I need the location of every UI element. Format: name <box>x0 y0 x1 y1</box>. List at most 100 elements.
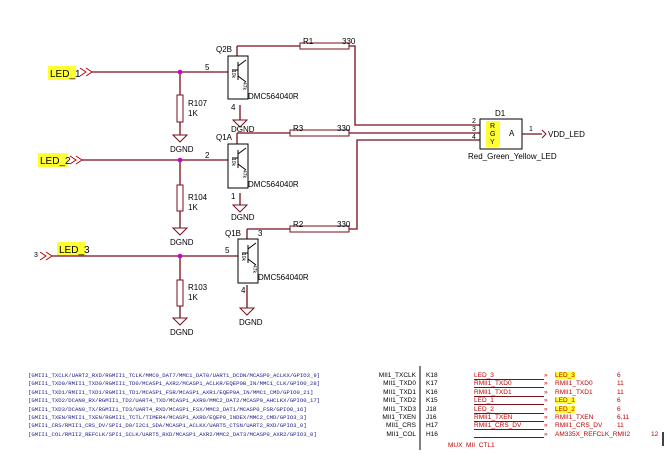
bus-ball: K15 <box>426 397 438 405</box>
q2b-base-pin: 5 <box>205 63 210 72</box>
highlight-led3 <box>57 242 85 256</box>
led-letter-r: R <box>490 123 495 130</box>
led-anode-label: A <box>509 129 515 138</box>
led-part: Red_Green_Yellow_LED <box>468 152 557 161</box>
led-d1-highlight <box>486 121 500 147</box>
transistor-q1b-symbol <box>242 242 257 266</box>
bus-table <box>419 366 664 450</box>
bus-port: RMII1_CRS_DV <box>555 422 603 430</box>
q1b-ref: Q1B <box>225 229 241 238</box>
q2b-part: DMC564040R <box>248 92 299 101</box>
q2b-emitter-pin: 4 <box>231 103 236 112</box>
led-pin-3: 3 <box>472 126 476 133</box>
r103-ref: R103 <box>188 283 208 292</box>
bus-sheet: 11 <box>617 388 624 396</box>
bus-net: RMII1_TXD0 <box>474 380 544 389</box>
bus-signal: MII1_TXCLK <box>378 372 416 379</box>
r2-value: 330 <box>337 220 351 229</box>
net-label-led3: LED_3 <box>59 245 90 256</box>
led-anode-pin: 1 <box>529 126 533 133</box>
bus-ball: H16 <box>426 430 438 438</box>
highlight-led2 <box>38 153 68 167</box>
bus-alt-functions: [GMII1_CRS/RMII1_CRS_DV/SPI1_D0/I2C1_SDA… <box>28 422 307 430</box>
bus-ball: K18 <box>426 372 438 379</box>
bus-ball: K17 <box>426 380 438 388</box>
bus-ball: J18 <box>426 405 437 413</box>
q2b-r47k: 47k <box>241 82 247 91</box>
r104-value: 1K <box>188 203 198 212</box>
port-arrow-led3 <box>39 251 53 261</box>
bus-net-wire <box>474 436 544 438</box>
bus-rows: [GMII1_TXCLK/UART2_RXD/RGMII1_TCLK/MMC0_… <box>0 372 670 456</box>
junction-dot <box>177 157 183 163</box>
r1-ref: R1 <box>303 37 314 46</box>
bus-alt-functions: [GMII1_TXEN/RMII1_TXEN/RGMII1_TCTL/TIMER… <box>28 414 307 421</box>
bus-port: RMII1_TXD0 <box>555 380 593 388</box>
bus-signal: MII1_TXD2 <box>383 397 416 405</box>
vdd-label: VDD_LED <box>548 130 585 139</box>
bus-sheet: 12 <box>651 430 659 438</box>
r3-ref: R3 <box>293 124 304 133</box>
transistor-q2b-symbol <box>232 59 247 83</box>
resistor-r2 <box>289 225 350 233</box>
port-arrow-icon: » <box>544 422 548 430</box>
bus-alt-functions: [GMII1_TXD2/DCAN0_RX/RGMII1_TD2/UART4_TX… <box>28 397 321 405</box>
port-arrow-icon: » <box>544 405 548 413</box>
stage-q1b-wires <box>52 139 480 318</box>
bus-row: [GMII1_TXD3/DCAN0_TX/RGMII1_TD3/UART4_RX… <box>0 405 670 415</box>
bus-alt-functions: [GMII1_COL/RMII2_REFCLK/SPI1_SCLK/UART5_… <box>28 430 317 438</box>
transistor-q1b-body <box>237 238 259 284</box>
bus-signal: MII1_TXD1 <box>383 388 416 396</box>
gnd-label: DGND <box>231 213 255 222</box>
gnd-label: DGND <box>170 145 194 154</box>
bus-sheet: 11 <box>617 422 624 430</box>
bus-port: LED_1 <box>555 397 575 405</box>
port-arrow-icon: » <box>544 414 548 421</box>
vdd-arrow <box>541 129 547 139</box>
resistor-r104 <box>176 184 184 212</box>
bus-ball: H17 <box>426 422 438 430</box>
r1-value: 330 <box>342 37 356 46</box>
led-ref: D1 <box>495 109 506 118</box>
q1a-emitter-pin: 1 <box>231 192 236 201</box>
bus-port: LED_2 <box>555 405 575 413</box>
bus-port: RMII1_TXEN <box>555 414 594 421</box>
bus-cut-row: MUX_MII_CTL1 <box>448 442 495 448</box>
junction-dot <box>177 69 183 75</box>
q1a-base-pin: 2 <box>205 151 210 160</box>
r107-value: 1K <box>188 109 198 118</box>
q1a-part: DMC564040R <box>248 180 299 189</box>
resistor-r103 <box>176 279 184 307</box>
port-arrow-icon: » <box>544 397 548 405</box>
gnd-label: DGND <box>170 328 194 337</box>
gnd-symbol <box>171 134 189 143</box>
bus-sheet: 6 <box>617 397 621 405</box>
q1b-base-pin: 5 <box>225 246 230 255</box>
gnd-symbol <box>171 317 189 326</box>
highlight-led1 <box>48 66 76 80</box>
led-letter-y: Y <box>490 139 495 146</box>
bus-signal: MII1_TXD3 <box>383 405 416 413</box>
r103-value: 1K <box>188 293 198 302</box>
led-pin-2: 2 <box>472 118 476 125</box>
bus-sheet: 6 <box>617 405 621 413</box>
bus-ball: J16 <box>426 414 437 421</box>
r104-ref: R104 <box>188 193 208 202</box>
q1a-ref: Q1A <box>216 133 233 142</box>
q1b-collector-pin: 3 <box>258 229 263 238</box>
led-letter-g: G <box>490 131 495 138</box>
port-arrow-icon: » <box>544 380 548 388</box>
r3-value: 330 <box>337 124 351 133</box>
transistor-q2b-body <box>227 55 249 100</box>
bus-alt-functions: [GMII1_TXD0/RMII1_TXD0/RGMII1_TD0/MCASP1… <box>28 380 321 388</box>
bus-signal: MII1_TXEN <box>382 414 416 421</box>
bus-row: [GMII1_TXD2/DCAN0_RX/RGMII1_TD2/UART4_TX… <box>0 397 670 406</box>
led-pin-4: 4 <box>472 134 476 141</box>
resistor-r1 <box>299 42 350 50</box>
gnd-label: DGND <box>239 318 263 327</box>
port-arrow-icon: » <box>544 372 548 379</box>
resistor-r107 <box>176 94 184 123</box>
bus-row: [GMII1_TXCLK/UART2_RXD/RGMII1_TCLK/MMC0_… <box>0 372 670 381</box>
gnd-label: DGND <box>231 125 255 134</box>
